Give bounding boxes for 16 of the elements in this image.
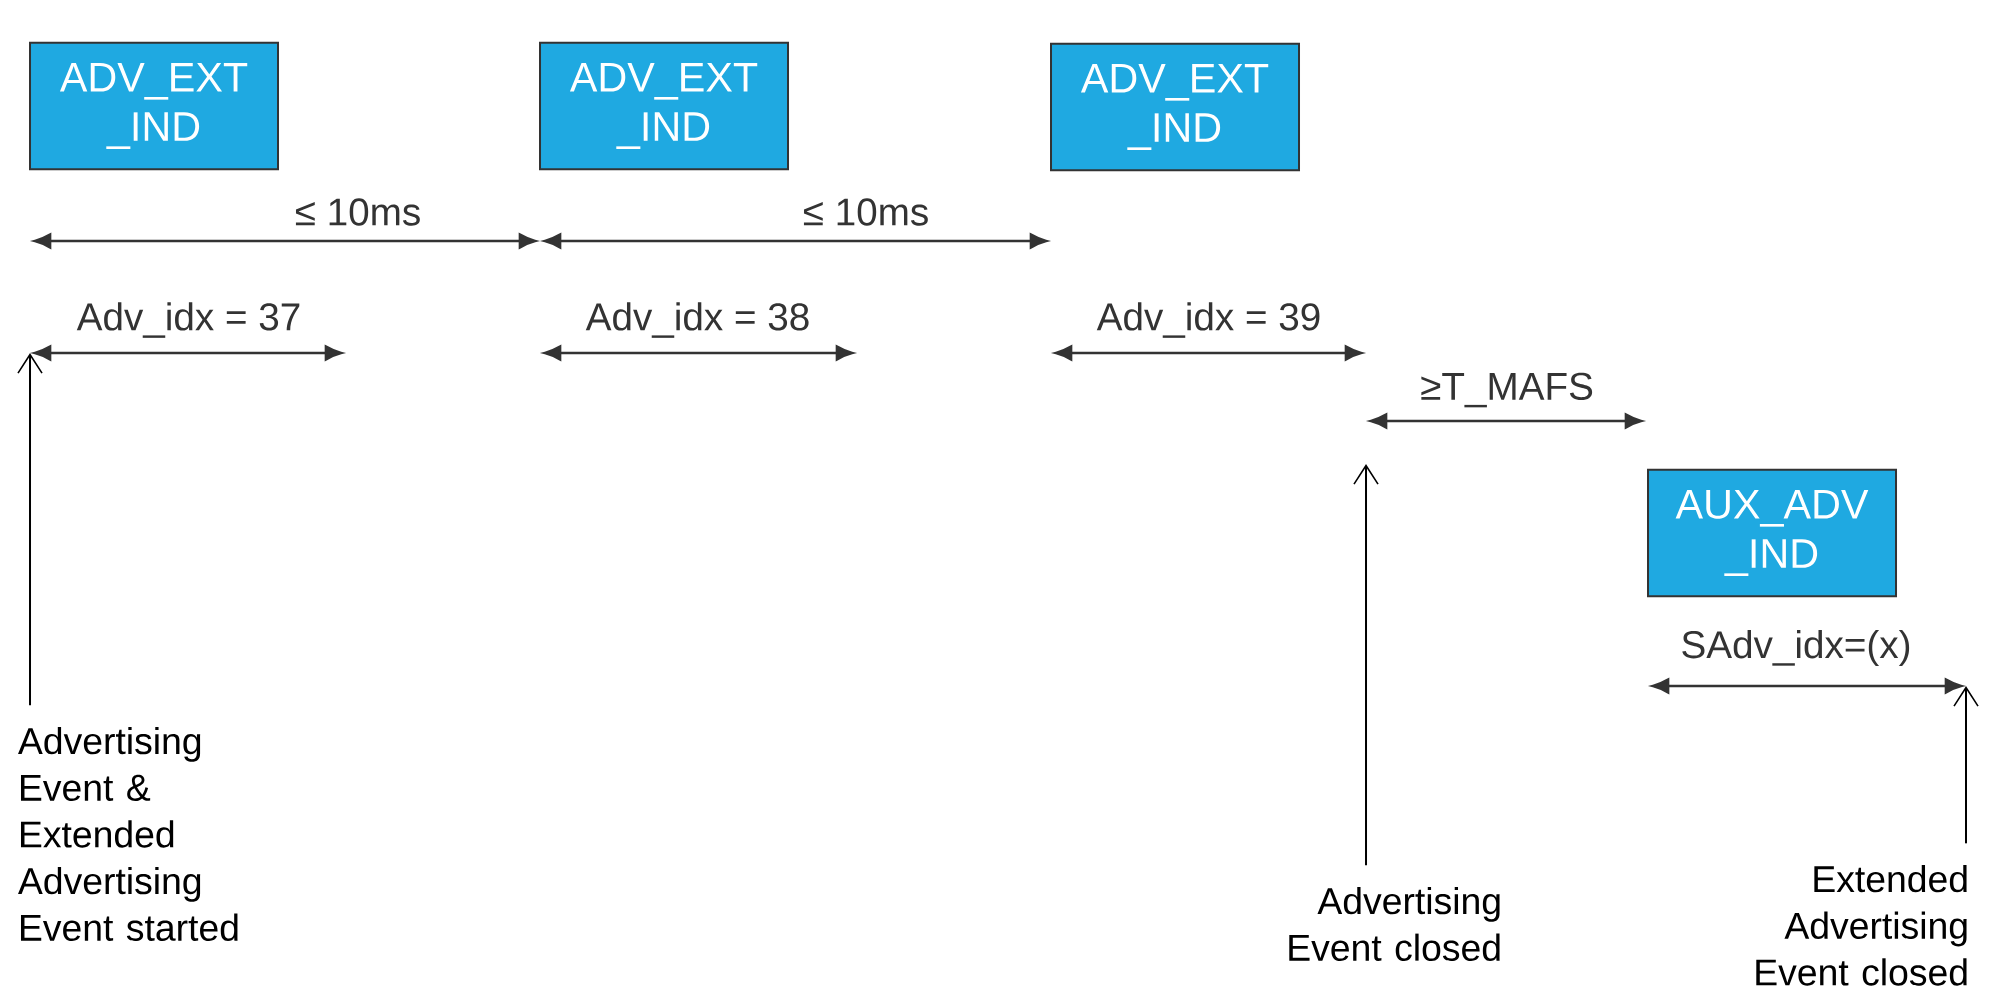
- pdu-box: AUX_ADV _IND: [1647, 468, 1897, 598]
- dimension-label: Adv_idx = 38: [585, 302, 809, 338]
- pdu-box: ADV_EXT _IND: [29, 41, 279, 171]
- leader-arrow: [1953, 686, 1979, 845]
- dimension-label: ≥T_MAFS: [1421, 372, 1593, 408]
- pdu-box: ADV_EXT _IND: [1050, 42, 1300, 172]
- event-note: Advertising Event & Extended Advertising Event started: [18, 726, 238, 941]
- dimension-label: Adv_idx = 37: [76, 302, 300, 338]
- event-note: Extended Advertising Event closed: [1756, 864, 1967, 986]
- dimension-label: ≤ 10ms: [295, 198, 420, 226]
- dimension-label: ≤ 10ms: [803, 198, 928, 226]
- leader-arrow: [17, 353, 43, 707]
- pdu-box: ADV_EXT _IND: [539, 41, 789, 171]
- leader-arrow: [1353, 464, 1379, 867]
- event-note: Advertising Event closed: [1289, 886, 1500, 961]
- dimension-label: Adv_idx = 39: [1096, 302, 1320, 338]
